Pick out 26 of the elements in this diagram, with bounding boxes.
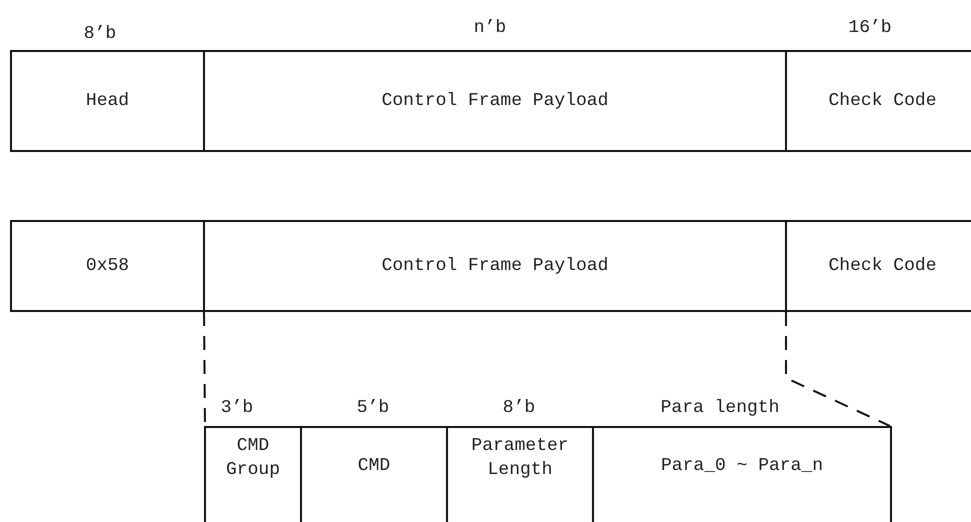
bit-width-label: Para length — [660, 398, 780, 418]
bit-width-label: 8’b — [502, 398, 536, 418]
field-name: Control Frame Payload — [382, 90, 608, 113]
bit-width-label: 3’b — [220, 398, 254, 418]
field-name: Check Code — [828, 254, 937, 278]
field-name: Parameter Length — [470, 435, 570, 482]
field-box — [204, 426, 302, 522]
field-box — [592, 426, 892, 522]
field-box — [785, 220, 971, 312]
dashed-expansion-line — [785, 312, 890, 427]
field-name: Head — [86, 90, 130, 113]
field-name: 0x58 — [86, 254, 130, 278]
field-box — [10, 50, 205, 152]
field-name: Control Frame Payload — [382, 254, 608, 278]
field-box — [10, 220, 205, 312]
field-name: Para_0 ~ Para_n — [660, 455, 824, 478]
field-name: CMD — [358, 455, 390, 478]
field-name: Check Code — [828, 90, 937, 113]
bit-width-label: n’b — [474, 18, 506, 38]
field-box — [203, 220, 787, 312]
bit-width-label: 5’b — [356, 398, 390, 418]
bit-width-label: 16’b — [848, 18, 892, 38]
field-name: CMD Group — [224, 435, 281, 482]
bit-width-label: 8’b — [84, 24, 116, 44]
field-box — [785, 50, 971, 152]
field-box — [203, 50, 787, 152]
